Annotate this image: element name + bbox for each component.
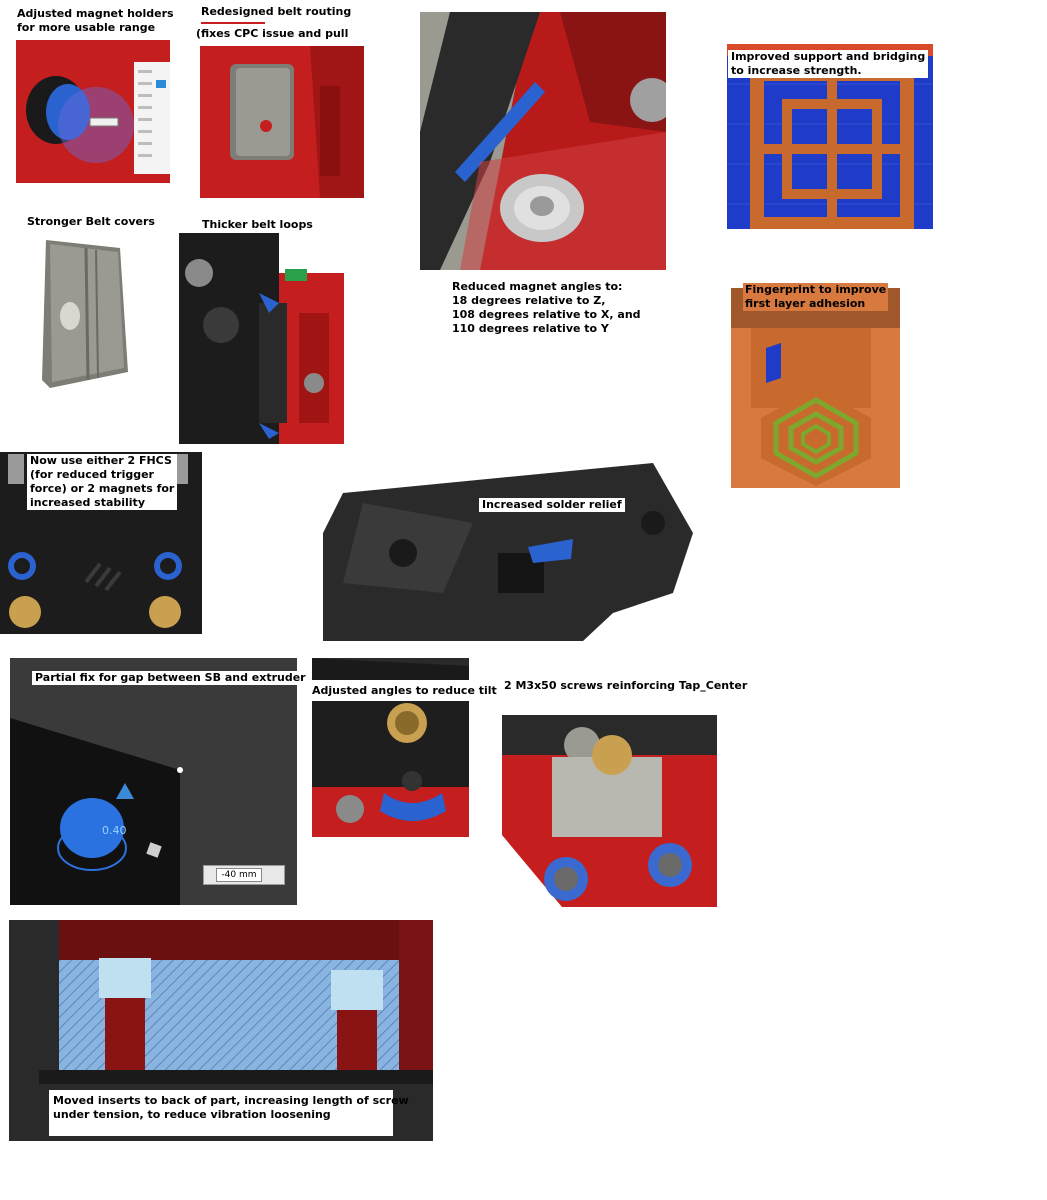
image-fingerprint [731, 288, 900, 488]
offset-input-field[interactable]: -40 mm [216, 868, 262, 882]
caption-belt-routing-sub: (fixes CPC issue and pull [196, 27, 349, 40]
image-moved-inserts [9, 920, 433, 1141]
image-solder-relief [323, 463, 693, 641]
caption-moved-inserts: Moved inserts to back of part, increasin… [53, 1094, 409, 1121]
image-partial-fix: 0.40 -40 mm [10, 658, 297, 905]
caption-partial-fix: Partial fix for gap between SB and extru… [32, 671, 309, 685]
caption-magnet-angles: Reduced magnet angles to: 18 degrees rel… [452, 280, 641, 335]
image-adjusted-angles-top [312, 658, 469, 680]
caption-adjusted-angles: Adjusted angles to reduce tilt [312, 684, 497, 697]
offset-input-box[interactable]: -40 mm [203, 865, 285, 885]
caption-magnet-holders: Adjusted magnet holders for more usable … [17, 7, 174, 34]
image-belt-loops [179, 233, 344, 444]
caption-belt-loops: Thicker belt loops [202, 218, 313, 231]
belt-routing-underline [201, 22, 265, 24]
dimension-value: 0.40 [102, 824, 127, 837]
image-belt-routing [200, 46, 364, 198]
caption-belt-covers: Stronger Belt covers [27, 215, 155, 228]
caption-fingerprint: Fingerprint to improve first layer adhes… [743, 283, 889, 311]
caption-fhcs: Now use either 2 FHCS (for reduced trigg… [27, 454, 178, 510]
caption-m3x50: 2 M3x50 screws reinforcing Tap_Center [504, 679, 748, 692]
dimension-arrow-icon[interactable] [116, 783, 134, 799]
image-magnet-holders [16, 40, 170, 183]
image-m3x50-screws [502, 715, 717, 907]
caption-solder-relief: Increased solder relief [479, 498, 625, 512]
image-adjusted-angles [312, 701, 469, 837]
caption-support-bridging: Improved support and bridging to increas… [728, 50, 929, 78]
caption-belt-routing: Redesigned belt routing [201, 5, 352, 18]
image-belt-covers [40, 240, 130, 388]
image-magnet-angle-closeup [420, 12, 666, 270]
